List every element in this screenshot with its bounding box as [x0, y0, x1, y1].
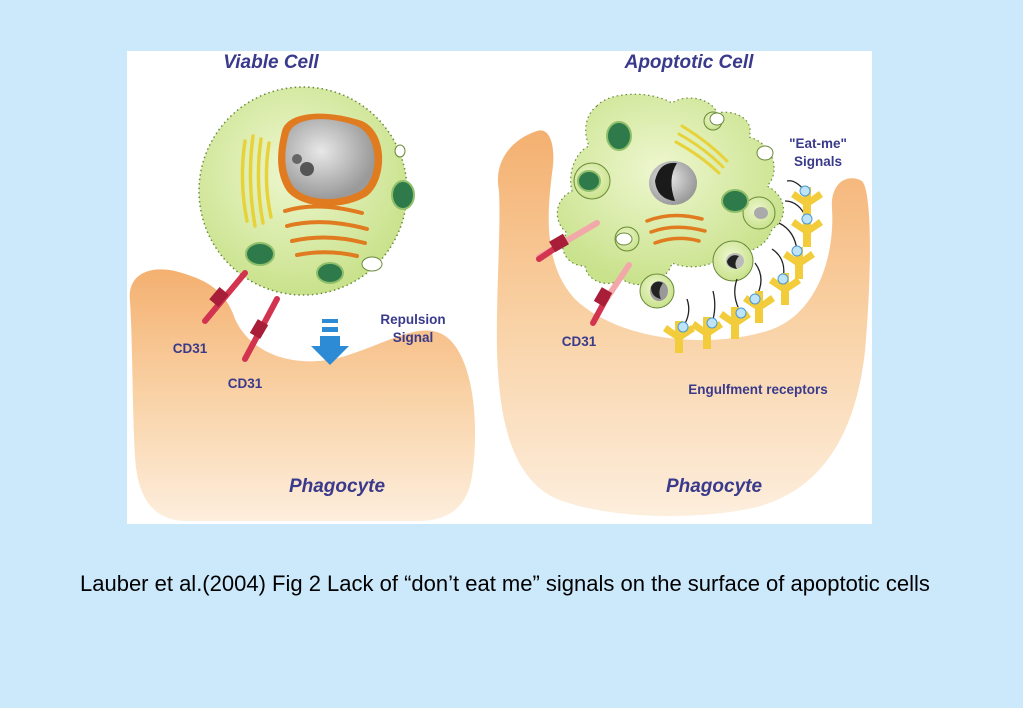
diagram-svg: Viable Cell CD31 CD31 Repulsion Signal P…	[129, 52, 870, 521]
apoptotic-cell	[556, 93, 785, 309]
cd31-molecule-right-1	[536, 220, 600, 262]
left-phagocyte-shape	[129, 269, 476, 521]
cd31-label-a: CD31	[173, 341, 208, 356]
right-phagocyte-shape	[496, 130, 870, 517]
viable-cell	[198, 86, 415, 296]
right-phagocyte-label: Phagocyte	[666, 476, 763, 497]
engulfment-receptors-label: Engulfment receptors	[688, 382, 828, 397]
figure-panel: Viable Cell CD31 CD31 Repulsion Signal P…	[127, 51, 872, 524]
eatme-label-2: Signals	[794, 154, 842, 169]
eatme-label-1: "Eat-me"	[789, 136, 847, 151]
engulfment-receptors	[663, 180, 823, 353]
repulsion-label-1: Repulsion	[380, 312, 445, 327]
caption-text: Lauber et al.(2004) Fig 2 Lack of “don’t…	[80, 571, 930, 596]
apoptotic-cell-title: Apoptotic Cell	[624, 52, 754, 73]
viable-cell-title: Viable Cell	[223, 52, 319, 73]
cd31-label-b: CD31	[228, 376, 263, 391]
repulsion-arrow-icon	[311, 319, 349, 365]
cd31-molecule-left-2	[242, 296, 280, 362]
cd31-molecule-right-2	[590, 262, 632, 326]
left-phagocyte-label: Phagocyte	[289, 476, 386, 497]
cd31-molecule-left-1	[202, 270, 248, 324]
repulsion-label-2: Signal	[393, 330, 434, 345]
cd31-label-c: CD31	[562, 334, 597, 349]
